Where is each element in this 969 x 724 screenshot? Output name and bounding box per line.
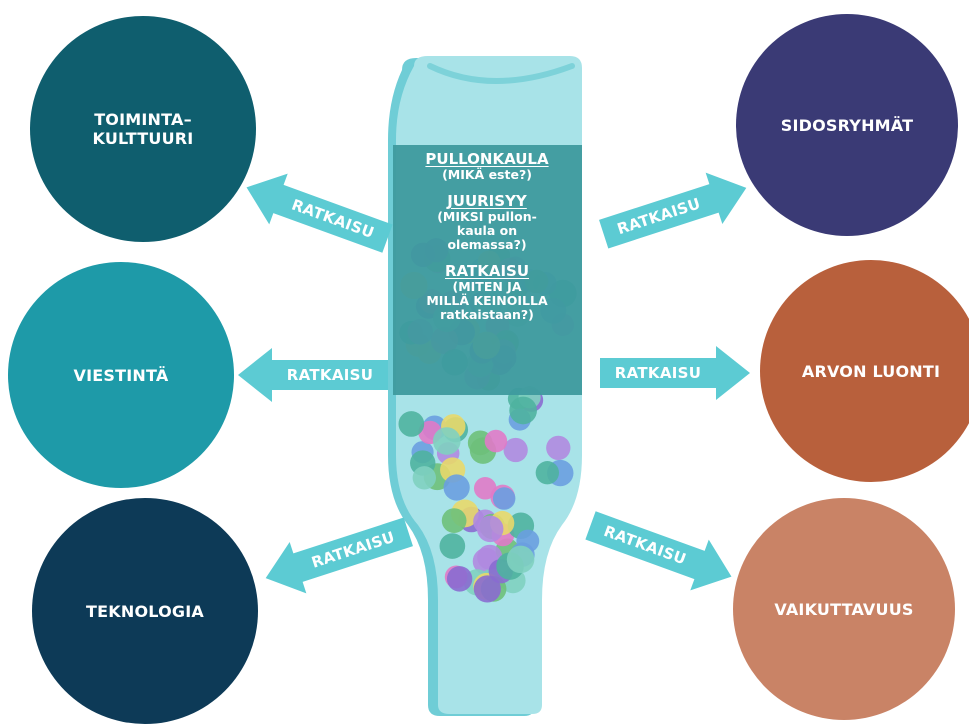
bead — [442, 508, 467, 533]
bead — [477, 516, 504, 543]
bead — [474, 575, 501, 602]
bead — [433, 427, 461, 455]
bead — [447, 566, 472, 591]
bead — [509, 397, 537, 425]
bead — [536, 461, 559, 484]
circle-toimintakulttuuri-label: TOIMINTA– KULTTUURI — [93, 110, 194, 148]
bead — [485, 430, 508, 453]
ratkaisu-question: (MITEN JA MILLÄ KEINOILLA ratkaistaan?) — [394, 280, 580, 322]
ratkaisu-label: RATKAISU — [278, 348, 382, 402]
bead — [413, 466, 436, 489]
circle-sidosryhmat: SIDOSRYHMÄT — [736, 14, 958, 236]
bead — [507, 546, 535, 574]
juurisyy-block: JUURISYY (MIKSI pullon- kaula on olemass… — [394, 192, 580, 252]
ratkaisu-label: RATKAISU — [606, 346, 710, 400]
circle-vaikuttavuus-label: VAIKUTTAVUUS — [774, 600, 913, 619]
circle-viestinta: VIESTINTÄ — [8, 262, 234, 488]
ratkaisu-arrow-middle-right: RATKAISU — [600, 346, 750, 400]
ratkaisu-title: RATKAISU — [394, 262, 580, 280]
circle-viestinta-label: VIESTINTÄ — [74, 366, 169, 385]
bead — [440, 533, 466, 559]
ratkaisu-block: RATKAISU (MITEN JA MILLÄ KEINOILLA ratka… — [394, 262, 580, 322]
pullonkaula-block: PULLONKAULA (MIKÄ este?) — [394, 150, 580, 182]
bead — [493, 487, 516, 510]
circle-vaikuttavuus: VAIKUTTAVUUS — [733, 498, 955, 720]
bead — [398, 411, 424, 437]
bottle-text: PULLONKAULA (MIKÄ este?) JUURISYY (MIKSI… — [394, 150, 580, 332]
bead — [444, 474, 470, 500]
circle-teknologia-label: TEKNOLOGIA — [86, 602, 204, 621]
ratkaisu-arrow-middle-left: RATKAISU — [238, 348, 388, 402]
pullonkaula-title: PULLONKAULA — [394, 150, 580, 168]
circle-arvon-luonti-label: ARVON LUONTI — [802, 362, 940, 381]
juurisyy-title: JUURISYY — [394, 192, 580, 210]
circle-arvon-luonti: ARVON LUONTI — [760, 260, 969, 482]
circle-teknologia: TEKNOLOGIA — [32, 498, 258, 724]
circle-sidosryhmat-label: SIDOSRYHMÄT — [781, 116, 913, 135]
circle-toimintakulttuuri: TOIMINTA– KULTTUURI — [30, 16, 256, 242]
bead — [546, 436, 570, 460]
juurisyy-question: (MIKSI pullon- kaula on olemassa?) — [394, 210, 580, 252]
pullonkaula-question: (MIKÄ este?) — [394, 168, 580, 182]
